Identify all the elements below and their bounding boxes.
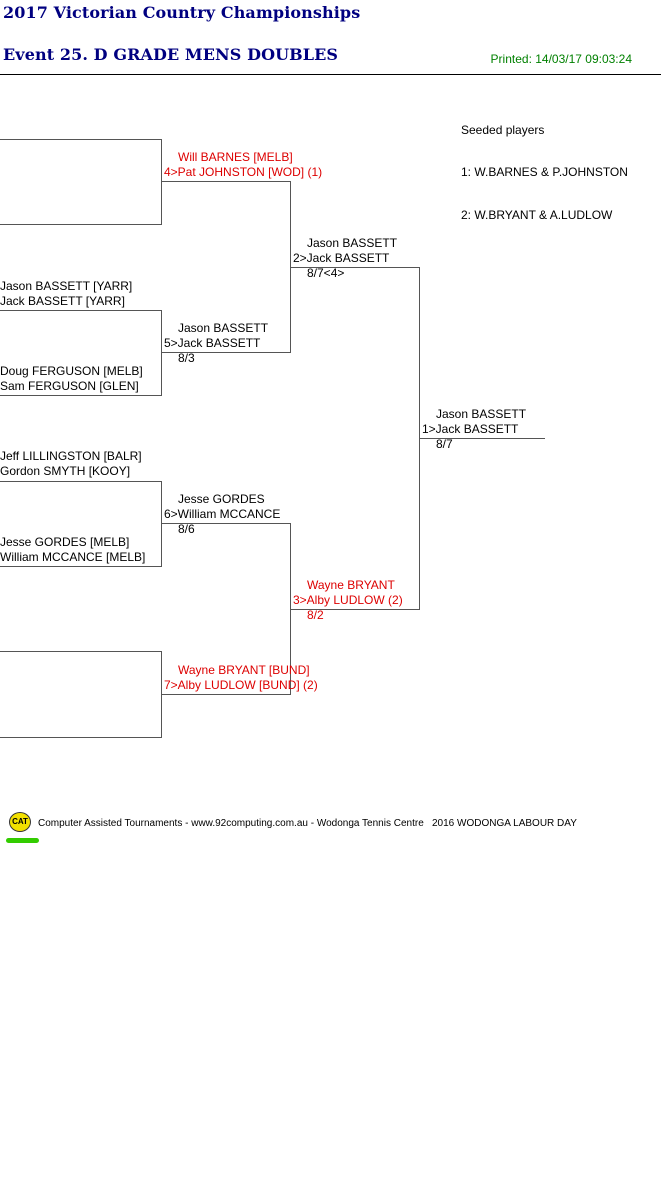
r2-entry4-line1: Wayne BRYANT [BUND]	[178, 663, 310, 677]
final-line	[419, 438, 545, 439]
r3-entry2-line2: 3>Alby LUDLOW (2)	[293, 593, 403, 607]
r1-match3-player2: Sam FERGUSON [GLEN]	[0, 379, 139, 393]
r1-match3-player1: Doug FERGUSON [MELB]	[0, 364, 143, 378]
r2-entry2-score: 8/3	[178, 351, 195, 365]
logo-swoosh-icon	[6, 838, 39, 843]
r1-match4-player2: Gordon SMYTH [KOOY]	[0, 464, 131, 478]
header-divider	[0, 74, 661, 75]
event-title: Event 25. D GRADE MENS DOUBLES	[3, 45, 339, 64]
r2-entry3-line1: Jesse GORDES	[178, 492, 265, 506]
r1-match2-player1: Jason BASSETT [YARR]	[0, 279, 133, 293]
final-line1: Jason BASSETT	[436, 407, 527, 421]
seeded-item-1: 1: W.BARNES & P.JOHNSTON	[461, 165, 628, 179]
r3-entry2-line1: Wayne BRYANT	[307, 578, 395, 592]
r3-entry1-line1: Jason BASSETT	[307, 236, 398, 250]
r2-entry2-line2: 5>Jack BASSETT	[164, 336, 261, 350]
seeded-heading: Seeded players	[461, 123, 545, 137]
r2-entry1-line2: 4>Pat JOHNSTON [WOD] (1)	[164, 165, 323, 179]
r3-entry1-line2: 2>Jack BASSETT	[293, 251, 390, 265]
championship-title: 2017 Victorian Country Championships	[3, 3, 361, 22]
r2-entry4-line2: 7>Alby LUDLOW [BUND] (2)	[164, 678, 318, 692]
r2-entry1-line1: Will BARNES [MELB]	[178, 150, 293, 164]
footer-tournament: 2016 WODONGA LABOUR DAY	[432, 818, 577, 829]
r1-match5-player1: Jesse GORDES [MELB]	[0, 535, 130, 549]
final-line2: 1>Jack BASSETT	[422, 422, 519, 436]
final-score: 8/7	[436, 437, 453, 451]
footer-credit: Computer Assisted Tournaments - www.92co…	[38, 818, 424, 829]
r1-match4-player1: Jeff LILLINGSTON [BALR]	[0, 449, 142, 463]
r2-entry2-line1: Jason BASSETT	[178, 321, 269, 335]
r2-entry3-line2: 6>William MCCANCE	[164, 507, 281, 521]
r3-entry2-score: 8/2	[307, 608, 324, 622]
r1-match2-player2: Jack BASSETT [YARR]	[0, 294, 125, 308]
r3-entry1-score: 8/7<4>	[307, 266, 345, 280]
r1-match5-player2: William MCCANCE [MELB]	[0, 550, 146, 564]
printed-timestamp: Printed: 14/03/17 09:03:24	[490, 52, 632, 66]
seeded-item-2: 2: W.BRYANT & A.LUDLOW	[461, 208, 613, 222]
cat-logo-icon: CAT	[9, 812, 31, 832]
r2-entry3-score: 8/6	[178, 522, 195, 536]
